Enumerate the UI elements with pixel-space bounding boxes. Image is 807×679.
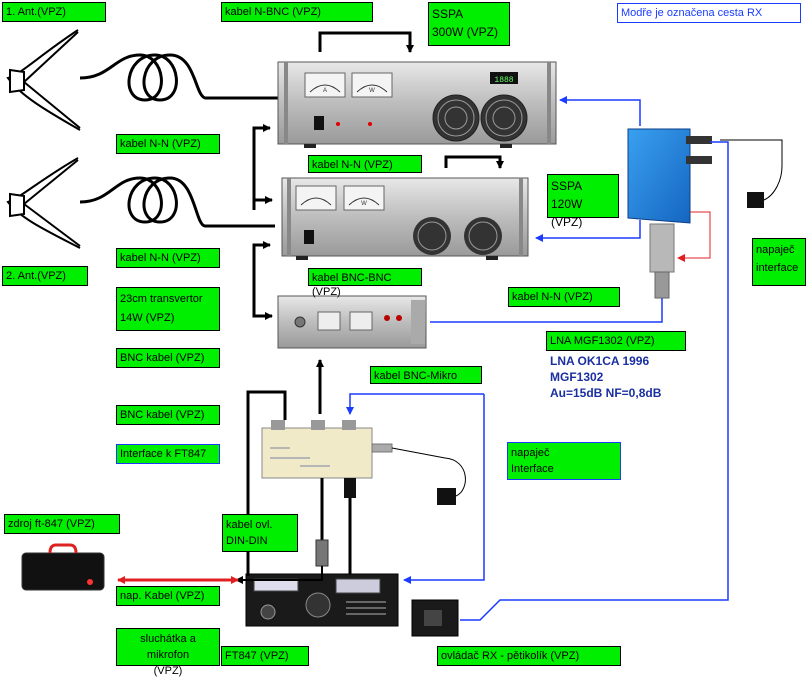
label-bnc-cable-1: BNC kabel (VPZ): [116, 348, 220, 368]
ft847-power-supply: [21, 543, 105, 591]
label-cable-nn-3: kabel N-N (VPZ): [116, 248, 220, 268]
label-cable-bnc-mikro: kabel BNC-Mikro: [370, 366, 482, 384]
label-cable-din-line1: kabel ovl.: [226, 519, 273, 531]
label-rx-controller: ovládač RX - pětikolík (VPZ): [437, 646, 621, 666]
label-headphones-line1: sluchátka a mikrofon: [140, 633, 196, 661]
label-ant1: 1. Ant.(VPZ): [2, 2, 106, 22]
label-bnc-cable-2: BNC kabel (VPZ): [116, 405, 220, 425]
lna-info-line2: MGF1302: [550, 370, 604, 384]
lna-info-line3: Au=15dB NF=0,8dB: [550, 386, 662, 400]
label-psu-ft847: zdroj ft-847 (VPZ): [4, 514, 120, 534]
label-ft847: FT847 (VPZ): [221, 646, 309, 666]
meter-label-sspa300-a: A: [323, 88, 327, 94]
label-supply-interface-top-line2: interface: [756, 262, 799, 274]
din-connector: [315, 478, 356, 567]
sspa-300w-unit: [277, 61, 557, 148]
label-interface-ft847: Interface k FT847: [116, 444, 220, 464]
label-cable-din: kabel ovl. DIN-DIN: [222, 514, 298, 552]
label-cable-bncbnc: kabel BNC-BNC (VPZ): [308, 268, 422, 298]
lna-power-line: [677, 211, 711, 262]
label-power-cable: nap. Kabel (VPZ): [116, 586, 220, 606]
label-sspa120: SSPA 120W (VPZ): [547, 174, 619, 229]
label-transverter-line2: 14W (VPZ): [120, 312, 175, 324]
rx-path-lines: [346, 96, 729, 621]
sspa-120w-unit: [281, 177, 529, 260]
label-lna: LNA MGF1302 (VPZ): [546, 331, 686, 351]
label-transverter: 23cm transvertor 14W (VPZ): [116, 287, 220, 331]
meter-label-sspa120-w: W: [361, 201, 367, 207]
coil-cable-2: [79, 176, 275, 228]
label-supply-interface-top: napaječ interface: [752, 238, 806, 286]
antenna-1-dish: [6, 29, 81, 131]
label-sspa120-line2: 120W (VPZ): [551, 197, 583, 229]
coil-cable-1: [79, 53, 280, 102]
label-supply-interface-mid-line1: napaječ: [511, 447, 550, 459]
label-cable-nbnc: kabel N-BNC (VPZ): [221, 2, 373, 22]
lna-box: [627, 128, 712, 299]
sspa300-display-readout: 1888: [494, 76, 513, 85]
ft847-transceiver: [245, 573, 399, 627]
label-cable-nn-2: kabel N-N (VPZ): [308, 155, 422, 173]
label-supply-interface-top-line1: napaječ: [756, 244, 795, 256]
label-supply-interface-mid-line2: Interface: [511, 463, 554, 475]
antenna-2-dish: [6, 157, 81, 249]
rx-controller-box: [411, 599, 459, 637]
label-ant2: 2. Ant.(VPZ): [2, 266, 88, 286]
lna-info: LNA OK1CA 1996 MGF1302 Au=15dB NF=0,8dB: [550, 353, 661, 401]
interface-board: [261, 420, 393, 479]
label-headphones: sluchátka a mikrofon (VPZ): [116, 628, 220, 677]
label-cable-nn-4: kabel N-N (VPZ): [508, 287, 620, 307]
ft847-link-arrow: [235, 566, 323, 584]
label-sspa300-line2: 300W (VPZ): [432, 25, 499, 39]
label-cable-nn-1: kabel N-N (VPZ): [116, 134, 220, 154]
label-supply-interface-mid: napaječ Interface: [507, 442, 621, 480]
interface-supply-mid: [391, 447, 466, 505]
label-rx-note: Modře je označena cesta RX: [617, 3, 801, 23]
label-sspa120-line1: SSPA: [551, 179, 583, 193]
label-transverter-line1: 23cm transvertor: [120, 293, 203, 305]
transverter-unit: [277, 295, 427, 349]
meter-label-sspa300-w: W: [369, 88, 375, 94]
label-sspa300-line1: SSPA: [432, 7, 464, 21]
label-cable-din-line2: DIN-DIN: [226, 535, 268, 547]
rf-cables: [246, 31, 504, 576]
label-sspa300: SSPA 300W (VPZ): [428, 2, 510, 46]
lna-info-line1: LNA OK1CA 1996: [550, 354, 650, 368]
label-headphones-line2: (VPZ): [153, 665, 183, 677]
interface-supply-top: [720, 139, 783, 208]
